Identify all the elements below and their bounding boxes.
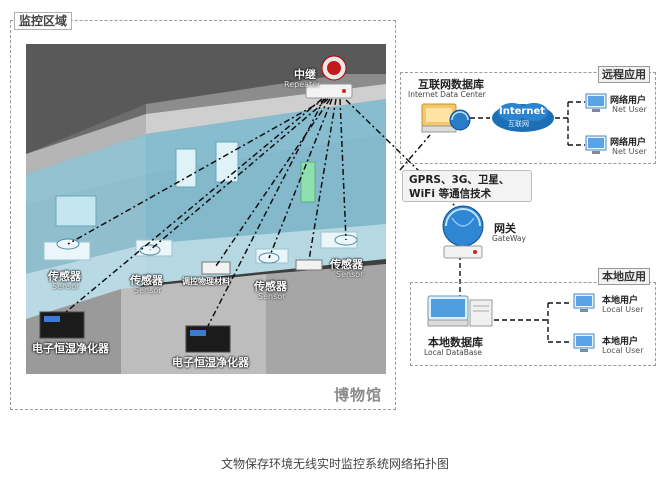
sensor-label-1-en: Sensor: [52, 282, 80, 291]
local-user-2-label-en: Local User: [602, 346, 644, 355]
remote-app-frame: [400, 72, 656, 164]
net-user-2-label: 网络用户: [610, 138, 647, 148]
local-db-label-en: Local DataBase: [424, 348, 482, 357]
local-app-frame: [410, 282, 656, 366]
gateway-icon: [442, 205, 484, 259]
local-user-2-icon: [573, 333, 595, 352]
internet-db-label: 互联网数据库: [418, 78, 484, 91]
gateway-label: 网关: [494, 222, 516, 235]
internet-cloud-label: Internet: [499, 106, 546, 117]
cleaner-label-1: 电子恒湿净化器: [32, 342, 109, 355]
remote-app-label: 远程应用: [598, 66, 650, 83]
sensor-label-2-en: Sensor: [134, 286, 162, 295]
net-user-1-label-en: Net User: [612, 105, 647, 114]
comm-tech-line-1: GPRS、3G、卫星、: [409, 174, 510, 186]
internet-db-label-en: Internet Data Center: [408, 90, 486, 99]
net-user-2-icon: [585, 135, 607, 154]
figure-caption: 文物保存环境无线实时监控系统网络拓扑图: [220, 457, 449, 471]
sensor-label-3: 传感器: [254, 280, 287, 293]
local-db-label: 本地数据库: [428, 336, 483, 349]
internet-cloud-label-cn: 互联网: [508, 120, 529, 128]
comm-tech-line-2: WiFi 等通信技术: [409, 188, 492, 200]
local-user-1-label-en: Local User: [602, 305, 644, 314]
local-db-icon: [427, 295, 493, 327]
hall-illustration: [26, 44, 386, 374]
internet-cloud-icon: [492, 103, 554, 132]
repeater-label: 中继: [294, 68, 316, 81]
cleaner-label-2: 电子恒湿净化器: [172, 356, 249, 369]
net-user-1-label: 网络用户: [610, 96, 647, 106]
net-user-1-icon: [585, 93, 607, 112]
gateway-label-en: GateWay: [492, 234, 526, 243]
sensor-label-3-en: Sensor: [258, 292, 286, 301]
repeater-label-en: Repeater: [284, 80, 321, 89]
monitor-zone-title: 监控区域: [14, 12, 73, 30]
sensor-label-4: 传感器: [330, 258, 363, 271]
humidity-material-label: 调控物理材料: [182, 277, 230, 286]
museum-label: 博物馆: [334, 386, 383, 404]
sensor-label-2: 传感器: [130, 274, 163, 287]
museum-hall-scene: 中继 Repeater 传感器 Sensor 传感器 Sensor 调控物理材料…: [26, 44, 386, 374]
local-app-label: 本地应用: [598, 268, 650, 285]
monitor-zone-frame: [10, 20, 396, 410]
sensor-label-1: 传感器: [48, 270, 81, 283]
internet-db-icon: [421, 103, 471, 133]
local-user-1-label: 本地用户: [602, 296, 639, 306]
local-user-2-label: 本地用户: [602, 337, 639, 347]
comm-tech-box: GPRS、3G、卫星、 WiFi 等通信技术: [402, 170, 532, 202]
net-user-2-label-en: Net User: [612, 147, 647, 156]
local-user-1-icon: [573, 293, 595, 312]
sensor-label-4-en: Sensor: [336, 270, 364, 279]
